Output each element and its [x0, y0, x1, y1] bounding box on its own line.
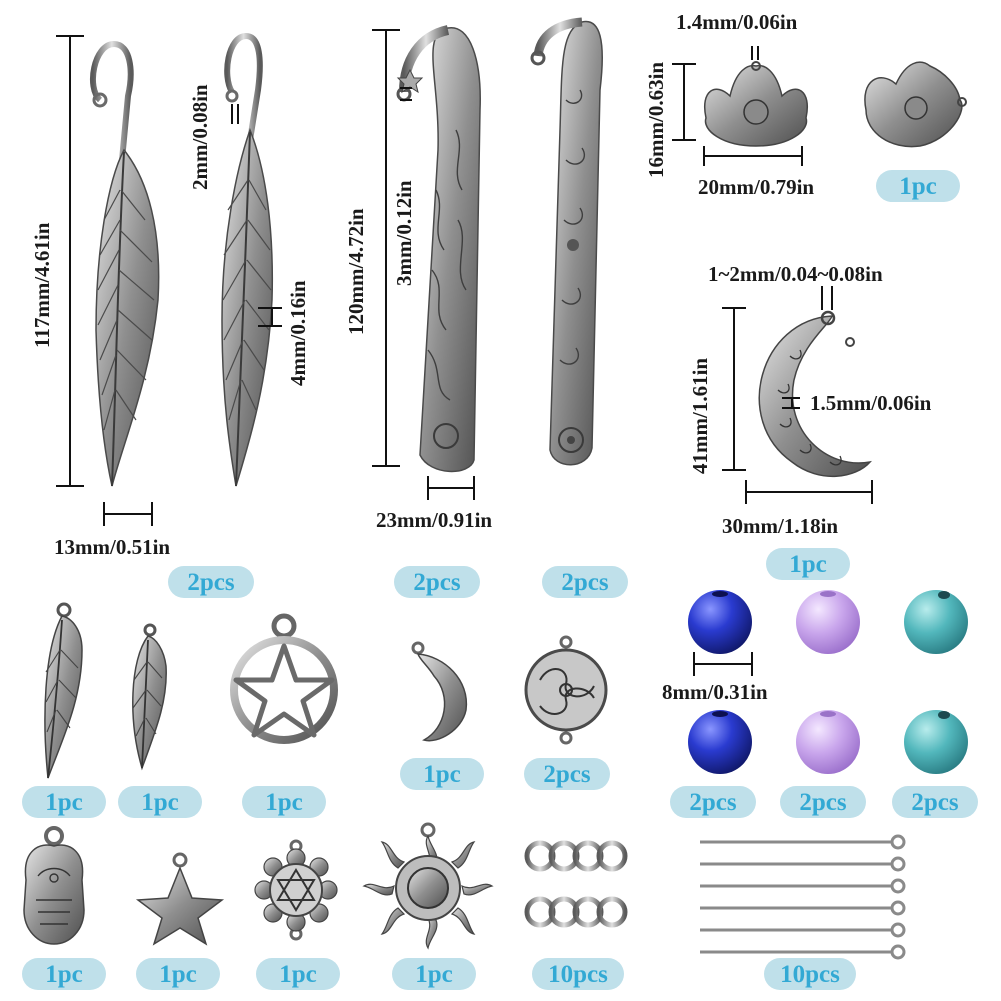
qty-badge-feather-small: 1pc: [118, 786, 202, 818]
qty-badge-eye-pins: 10pcs: [764, 958, 856, 990]
qty-badge-chakra: 1pc: [256, 958, 340, 990]
purple-bead-1: [796, 590, 860, 654]
feather-length-label: 117mm/4.61in: [30, 222, 54, 348]
star-charm: [135, 852, 225, 946]
qty-badge-feather-large: 1pc: [22, 786, 106, 818]
qty-badge-jump-rings: 10pcs: [532, 958, 624, 990]
crescent-charm-small: [411, 641, 468, 742]
turquoise-bead-1: [904, 590, 968, 654]
hook-bookmark-plain: [396, 25, 481, 473]
qty-badge-turquoise-beads: 2pcs: [892, 786, 978, 818]
hook-length-label: 120mm/4.72in: [344, 208, 368, 335]
moon-hole-label: 1~2mm/0.04~0.08in: [708, 262, 883, 286]
qty-badge-feather-bookmarks: 2pcs: [168, 566, 254, 598]
lotus-charm-side: [864, 61, 967, 148]
hook-width-label: 23mm/0.91in: [376, 508, 493, 532]
qty-badge-moon: 1pc: [766, 548, 850, 580]
jump-rings: [524, 840, 628, 928]
feather-width-label: 13mm/0.51in: [54, 535, 171, 559]
qty-badge-connector: 2pcs: [524, 758, 610, 790]
connector-charm: [524, 635, 608, 745]
bead-diameter-label: 8mm/0.31in: [662, 680, 768, 704]
feather-charm-small: [132, 623, 167, 771]
chakra-charm: [254, 839, 338, 941]
hook-dimension-lines: [372, 29, 475, 500]
blue-bead-2: [688, 710, 752, 774]
feather-charm-large: [44, 602, 83, 779]
pentagram-charm: [230, 613, 338, 744]
moon-height-label: 41mm/1.61in: [688, 357, 712, 474]
feather-bookmark-2: [221, 32, 274, 487]
feather-hole-label: 2mm/0.08in: [188, 84, 212, 190]
feather-bookmark-1: [90, 40, 160, 487]
qty-badge-lotus: 1pc: [876, 170, 960, 202]
qty-badge-star: 1pc: [136, 958, 220, 990]
qty-badge-pentagram: 1pc: [242, 786, 326, 818]
bead-dimension-lines: [693, 652, 753, 676]
moon-charm: [758, 310, 872, 477]
lotus-dimension-lines: [672, 46, 803, 166]
qty-badge-sun: 1pc: [392, 958, 476, 990]
hook-bookmark-floral: [530, 17, 603, 466]
lotus-charm: [704, 61, 808, 147]
hamsa-charm: [23, 826, 85, 945]
moon-width-label: 30mm/1.18in: [722, 514, 839, 538]
qty-badge-hamsa: 1pc: [22, 958, 106, 990]
hook-hole-label: 3mm/0.12in: [392, 180, 416, 286]
purple-bead-2: [796, 710, 860, 774]
sun-charm: [362, 822, 494, 950]
lotus-hole-label: 1.4mm/0.06in: [676, 10, 798, 34]
qty-badge-hook-bookmarks-plain: 2pcs: [394, 566, 480, 598]
moon-dimension-lines: [722, 286, 873, 504]
qty-badge-crescent-small: 1pc: [400, 758, 484, 790]
eye-pins: [700, 834, 906, 960]
qty-badge-hook-bookmarks-floral: 2pcs: [542, 566, 628, 598]
feather-wire-label: 4mm/0.16in: [286, 280, 310, 386]
moon-thickness-label: 1.5mm/0.06in: [810, 391, 932, 415]
qty-badge-purple-beads: 2pcs: [780, 786, 866, 818]
feather-dimension-lines: [56, 35, 282, 526]
qty-badge-blue-beads: 2pcs: [670, 786, 756, 818]
lotus-width-label: 20mm/0.79in: [698, 175, 815, 199]
blue-bead-1: [688, 590, 752, 654]
lotus-height-label: 16mm/0.63in: [644, 61, 668, 178]
turquoise-bead-2: [904, 710, 968, 774]
